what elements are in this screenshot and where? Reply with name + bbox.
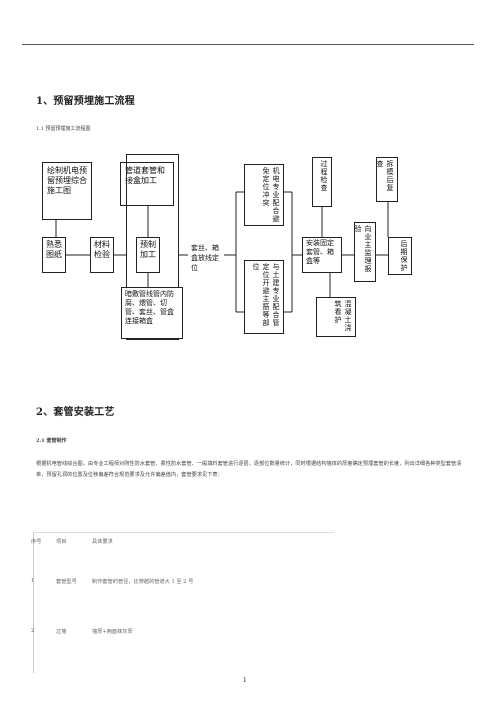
page-number: 1: [243, 676, 247, 684]
table-row-2-req: 墙厚+两面抹灰厚: [92, 629, 133, 635]
box-install-fix: 安装固定套管、箱盒等: [302, 237, 342, 273]
flowchart-connectors: [55, 191, 389, 313]
box-draw-plan: 绘制机电预留预埋综合施工图: [42, 162, 92, 220]
box-prefabrication: 预制加工: [136, 237, 160, 273]
section-1-subtitle: 1.1 预留预埋施工流程图: [36, 126, 91, 132]
box-report-supervision: 向业主监理报验: [354, 222, 376, 282]
section-2-subtitle: 2.1 套管制作: [36, 438, 67, 444]
prefab-group-frame: [126, 154, 179, 340]
table-row-1-item: 套管型号: [56, 579, 77, 585]
table-row-1-no: 1: [31, 578, 35, 584]
box-material-inspection: 材料检验: [90, 237, 114, 273]
box-later-protection: 后期保护: [388, 237, 412, 275]
box-concrete-pour: 混凝土浇筑看护: [316, 297, 356, 337]
box-concealed-pipe: 暗敷管线管内防腐、煨管、切管、套丝、管盒连接箱盒: [121, 287, 183, 339]
box-mep-coordination: 机电专业配合避免定位冲突: [244, 164, 284, 226]
box-thread-positioning: 套丝、箱盒放线定位: [188, 242, 224, 274]
body-paragraph: 根据机电管线综合图，由专业工程师对刚性防水套管、柔性防水套管、一般填料套管进行逐…: [36, 461, 462, 478]
table-row-1-req: 制作套管的管径，比穿越的管道大 1 至 2 号: [92, 579, 194, 585]
box-process-check: 过程检查: [312, 157, 332, 207]
table-header-req: 具体要求: [92, 539, 113, 545]
flowchart: 绘制机电预留预埋综合施工图 管道套管和接盒加工 熟悉图纸 材料检验 预制加工 暗…: [36, 152, 436, 342]
table-row-2-no: 2: [31, 628, 35, 634]
header-rule: [22, 44, 474, 45]
sleeve-requirements-table: 序号 项目 具体要求 1 套管型号 制作套管的管径，比穿越的管道大 1 至 2 …: [31, 532, 334, 673]
box-civil-coordination: 与土建专业配合管定位开避主筋等部位: [244, 260, 284, 334]
section-2-title: 2、套管安装工艺: [36, 407, 115, 418]
section-1-title: 1、预留预埋施工流程: [36, 96, 135, 107]
table-header-no: 序号: [31, 539, 42, 545]
box-familiar-drawings: 熟悉图纸: [42, 237, 66, 273]
table-row-2-item: 过墙: [56, 629, 67, 635]
box-pipe-box-process: 管道套管和接盒加工: [120, 162, 174, 206]
box-recheck-after-formwork: 拆模后复查: [376, 157, 398, 202]
table-header-item: 项目: [56, 539, 67, 545]
